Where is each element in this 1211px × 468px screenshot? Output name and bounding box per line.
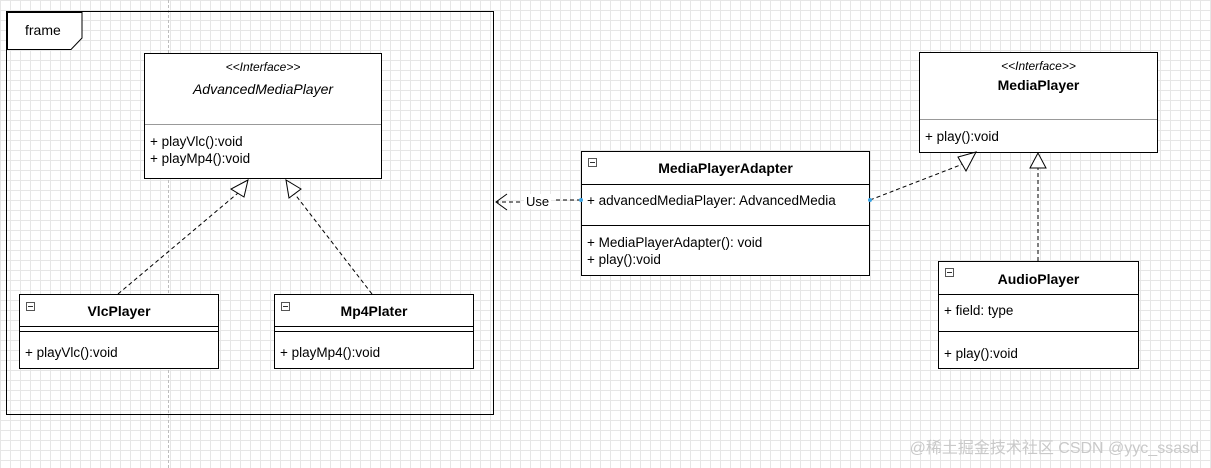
class-name: VlcPlayer [87, 303, 151, 319]
stereotype-label: <<Interface>> [225, 60, 301, 74]
divider [939, 294, 1138, 295]
method-item: + play():void [944, 346, 1018, 361]
triangle-arrow-icon [1029, 151, 1047, 169]
frame-label: frame [25, 22, 61, 38]
divider [582, 184, 869, 185]
method-item: + playMp4():void [280, 345, 381, 360]
field-item: + field: type [944, 303, 1014, 318]
method-item: + playVlc():void [150, 134, 243, 149]
realization-link-adapter[interactable] [869, 163, 964, 201]
collapse-icon[interactable] [945, 268, 954, 277]
field-item: + advancedMediaPlayer: AdvancedMedia [587, 193, 836, 208]
divider [275, 326, 473, 327]
method-item: + playVlc():void [25, 345, 118, 360]
vlc-player-class[interactable]: VlcPlayer + playVlc():void [19, 294, 219, 369]
stereotype-label: <<Interface>> [1001, 59, 1076, 73]
audio-player-class[interactable]: AudioPlayer + field: type + play():void [938, 261, 1139, 369]
collapse-icon[interactable] [588, 158, 597, 167]
divider [275, 331, 473, 332]
use-link-label: Use [524, 194, 552, 209]
method-item: + MediaPlayerAdapter(): void [587, 235, 763, 250]
class-name: MediaPlayer [997, 77, 1080, 93]
class-name: MediaPlayerAdapter [658, 160, 793, 176]
class-name: AudioPlayer [997, 271, 1080, 287]
divider [920, 119, 1157, 120]
method-item: + playMp4():void [150, 151, 251, 166]
media-player-adapter-class[interactable]: MediaPlayerAdapter + advancedMediaPlayer… [581, 151, 870, 276]
method-item: + play():void [925, 129, 999, 144]
frame-container[interactable]: frame [6, 11, 494, 415]
triangle-arrow-icon [957, 151, 977, 173]
watermark: @稀土掘金技术社区 CSDN @yyc_ssasd [909, 440, 1199, 457]
advanced-media-player-interface[interactable]: <<Interface>> AdvancedMediaPlayer + play… [144, 53, 382, 179]
collapse-icon[interactable] [26, 302, 35, 311]
media-player-interface[interactable]: <<Interface>> MediaPlayer + play():void [919, 52, 1158, 153]
collapse-icon[interactable] [281, 302, 290, 311]
mp4-plater-class[interactable]: Mp4Plater + playMp4():void [274, 294, 474, 369]
class-name: AdvancedMediaPlayer [192, 81, 334, 97]
frame-tab [7, 12, 83, 50]
divider [20, 331, 218, 332]
method-item: + play():void [587, 252, 661, 267]
divider [145, 124, 381, 125]
divider [939, 331, 1138, 332]
class-name: Mp4Plater [340, 303, 408, 319]
divider [582, 225, 869, 226]
divider [20, 326, 218, 327]
open-arrow-icon [495, 193, 508, 211]
